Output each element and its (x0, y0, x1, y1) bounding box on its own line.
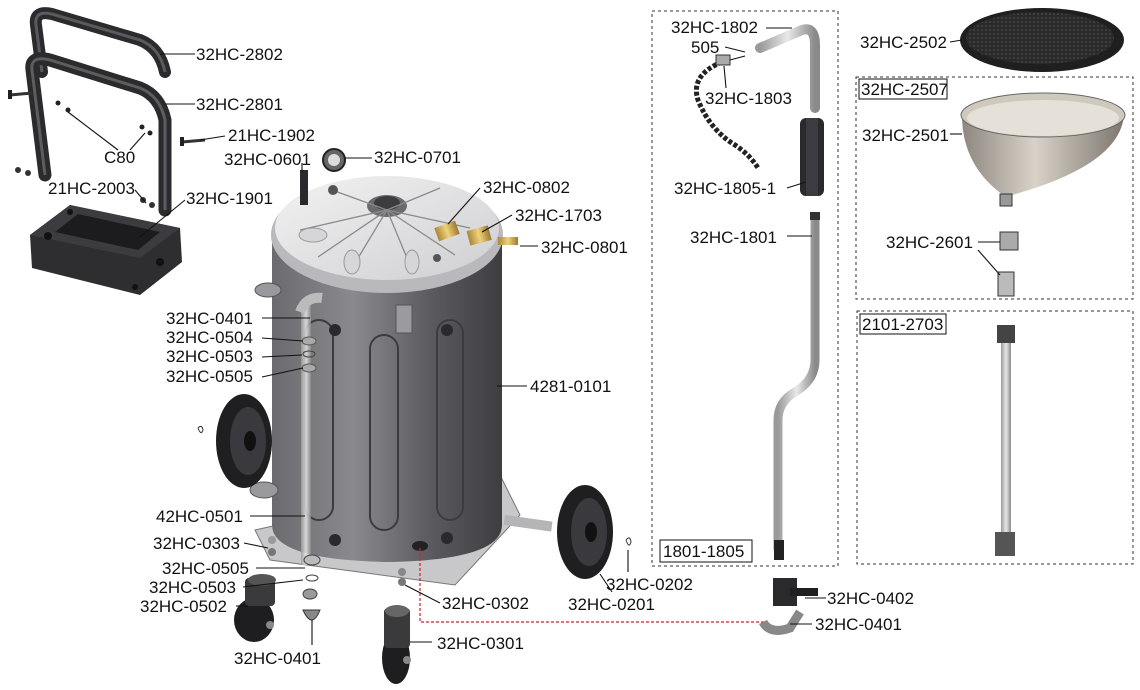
label-32hc-0402: 32HC-0402 (827, 589, 914, 608)
label-32hc-0505-b: 32HC-0505 (162, 559, 249, 578)
funnel-2501-drawing (960, 92, 1126, 207)
group-box-2101-2703 (856, 310, 1134, 565)
label-1801-1805: 1801-1805 (663, 542, 744, 561)
hose-1803-drawing (694, 54, 761, 170)
tube-1802-drawing (755, 24, 820, 113)
strainer-2502-drawing (960, 8, 1124, 72)
label-32hc-0302: 32HC-0302 (442, 594, 529, 613)
label-32hc-0502: 32HC-0502 (140, 597, 227, 616)
label-32hc-0601: 32HC-0601 (224, 150, 311, 169)
grip-1805-drawing (800, 118, 824, 196)
label-32hc-1801: 32HC-1801 (690, 228, 777, 247)
label-32hc-2502: 32HC-2502 (860, 33, 947, 52)
label-box-2101-2703 (859, 313, 947, 335)
label-32hc-0801: 32HC-0801 (541, 238, 628, 257)
fitting-2601-drawing (997, 231, 1019, 297)
label-32hc-0505-a: 32HC-0505 (166, 367, 253, 386)
label-box-1801-1805 (659, 539, 753, 563)
caster-center-drawing (382, 605, 411, 684)
label-32hc-0802: 32HC-0802 (483, 178, 570, 197)
label-32hc-0504: 32HC-0504 (166, 328, 253, 347)
label-32hc-2802: 32HC-2802 (196, 45, 283, 64)
label-32hc-0401-c: 32HC-0401 (815, 615, 902, 634)
label-32hc-0401-b: 32HC-0401 (234, 649, 321, 668)
tank-drawing (249, 148, 553, 586)
group-box-2507 (855, 76, 1134, 300)
label-32hc-2507: 32HC-2507 (861, 80, 948, 99)
label-32hc-0503-a: 32HC-0503 (166, 347, 253, 366)
label-32hc-1805-1: 32HC-1805-1 (674, 179, 776, 198)
handle-2801-drawing (25, 52, 172, 217)
caster-left-drawing (234, 574, 276, 642)
tray-1901-drawing (30, 205, 182, 295)
label-42hc-0501: 42HC-0501 (156, 507, 243, 526)
label-32hc-0301: 32HC-0301 (437, 634, 524, 653)
small-fittings-drawing (197, 425, 632, 621)
label-32hc-0401-a: 32HC-0401 (166, 309, 253, 328)
label-32hc-0303: 32HC-0303 (153, 534, 240, 553)
label-32hc-1803: 32HC-1803 (705, 89, 792, 108)
label-2101-2703: 2101-2703 (862, 315, 943, 334)
label-21hc-1902: 21HC-1902 (228, 126, 315, 145)
pipe-2101-drawing (995, 325, 1015, 556)
label-32hc-0202: 32HC-0202 (606, 575, 693, 594)
elbow-0401-drawing (759, 609, 804, 635)
label-c80: C80 (104, 148, 135, 167)
label-32hc-2801: 32HC-2801 (196, 95, 283, 114)
screw-drawing (8, 90, 206, 208)
label-box-32hc-2507 (858, 78, 948, 100)
label-32hc-2501: 32HC-2501 (862, 126, 949, 145)
connection-dashed-line (419, 548, 768, 623)
label-32hc-0201: 32HC-0201 (568, 595, 655, 614)
group-box-1801-1805 (651, 10, 839, 567)
label-32hc-2601: 32HC-2601 (886, 233, 973, 252)
wheel-right-drawing (557, 485, 613, 579)
valve-0402-drawing (773, 578, 818, 606)
label-4281-0101: 4281-0101 (530, 377, 611, 396)
wheel-left-drawing (216, 394, 272, 488)
leader-lines (67, 27, 1001, 645)
tube-1801-drawing (773, 212, 820, 560)
label-32hc-1802: 32HC-1802 (671, 18, 758, 37)
label-21hc-2003: 21HC-2003 (48, 179, 135, 198)
label-32hc-0503-b: 32HC-0503 (149, 578, 236, 597)
label-505: 505 (691, 38, 719, 57)
label-32hc-0701: 32HC-0701 (374, 148, 461, 167)
label-32hc-1703: 32HC-1703 (515, 206, 602, 225)
handle-2802-drawing (29, 7, 171, 78)
label-32hc-1901: 32HC-1901 (186, 189, 273, 208)
